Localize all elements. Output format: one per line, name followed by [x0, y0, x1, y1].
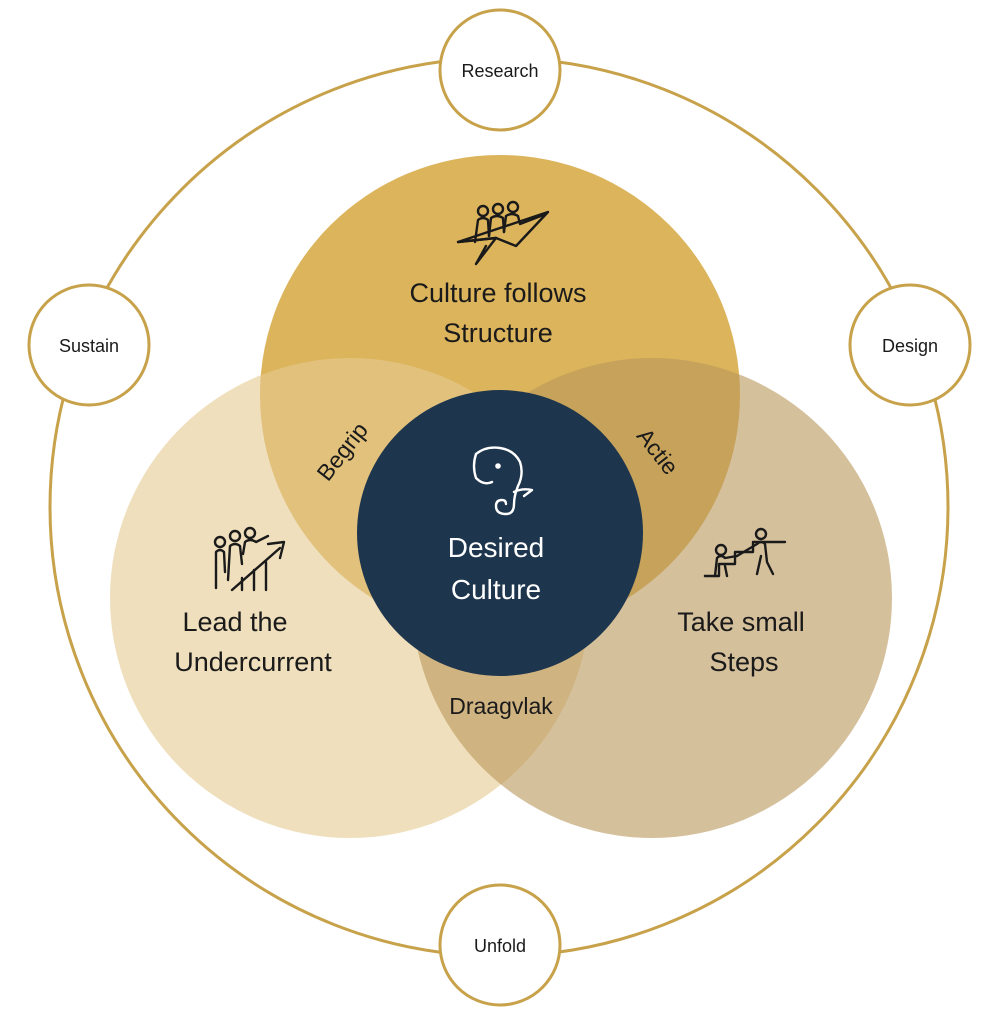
- phase-design-label: Design: [882, 336, 938, 356]
- phase-research-label: Research: [461, 61, 538, 81]
- paper-plane-team-icon: [456, 200, 550, 266]
- stairs-helping-hand-icon: [703, 527, 787, 578]
- circle-left-line2: Undercurrent: [174, 647, 332, 677]
- phase-sustain: Sustain: [27, 283, 151, 407]
- circle-top-line1: Culture follows: [409, 278, 586, 308]
- circle-right-line2: Steps: [709, 647, 778, 677]
- elephant-icon: [472, 446, 534, 516]
- circle-top-line2: Structure: [443, 318, 553, 348]
- circle-left-line1: Lead the: [182, 607, 287, 637]
- phase-unfold-label: Unfold: [474, 936, 526, 956]
- overlap-draagvlak-label: Draagvlak: [449, 693, 553, 719]
- phase-research: Research: [438, 8, 562, 132]
- center-circle: [357, 390, 643, 676]
- phase-unfold: Unfold: [438, 883, 562, 1007]
- phase-design: Design: [848, 283, 972, 407]
- phase-sustain-label: Sustain: [59, 336, 119, 356]
- climbing-arrow-team-icon: [213, 526, 286, 592]
- circle-right-line1: Take small: [677, 607, 805, 637]
- center-line2: Culture: [451, 574, 541, 605]
- center-line1: Desired: [448, 532, 544, 563]
